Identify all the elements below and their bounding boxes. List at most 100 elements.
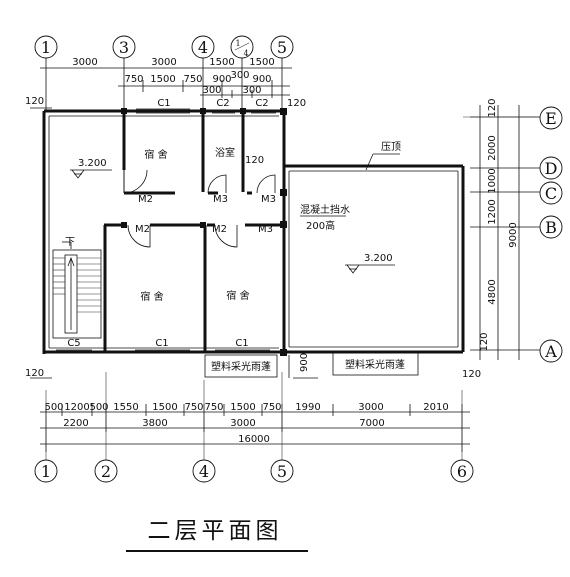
dim-top-900-b: 900 (252, 74, 271, 85)
axis-bubble-E (539, 106, 563, 130)
level-right: 3.200 (364, 253, 393, 264)
staircase: 下 (52, 237, 102, 339)
dim-top-300-b: 300 (202, 85, 221, 96)
dim-top-300-c: 300 (242, 85, 261, 96)
right-dimensions: 2000 1000 1200 4800 9000 120 120 (470, 98, 540, 360)
room-labels: 宿 舍 浴室 120 宿 舍 宿 舍 (140, 146, 264, 303)
dim-bottom-2010: 2010 (423, 402, 448, 413)
axis-label: 5 (277, 462, 287, 481)
dim-right-1000: 1000 (487, 168, 498, 193)
dim-right-4800: 4800 (487, 279, 498, 304)
axis-bubble-A (539, 339, 563, 363)
dim-top-750-b: 750 (183, 74, 202, 85)
drawing-title: 二层平面图 (148, 518, 283, 544)
room-dormitory-lower-left: 宿 舍 (140, 290, 163, 303)
dim-bath-120: 120 (245, 155, 264, 166)
axis-label: 4 (198, 38, 208, 57)
axis-label: 1 (41, 38, 51, 57)
dim-bottom-2200: 2200 (63, 418, 88, 429)
window-c1-lower-b: C1 (235, 338, 248, 349)
dim-top-3000-b: 3000 (151, 57, 176, 68)
room-dormitory-lower-right: 宿 舍 (226, 289, 249, 302)
level-markers: 3.200 3.200 (70, 158, 395, 274)
dim-bottom-750-c: 750 (262, 402, 281, 413)
dim-bottom-right-120: 120 (462, 369, 481, 380)
dim-right-1200: 1200 (487, 199, 498, 224)
dim-top-900-a: 900 (212, 74, 231, 85)
stair-treads (53, 257, 101, 313)
dim-right-2000: 2000 (487, 135, 498, 160)
skylight-label-1: 塑料采光雨蓬 (211, 360, 271, 373)
dim-bottom-1500-a: 1500 (152, 402, 177, 413)
door-m3-c: M3 (258, 224, 273, 235)
axis-bubble-4-bottom (192, 459, 216, 483)
axis-label: C (545, 184, 557, 203)
dim-bottom-total: 16000 (238, 434, 270, 445)
door-m2-c: M2 (212, 224, 227, 235)
dim-top-300-a: 300 (230, 70, 249, 81)
room-bathroom: 浴室 (215, 146, 235, 159)
dim-bottom-1500-b: 1500 (230, 402, 255, 413)
axis-bubble-6-bottom (450, 459, 474, 483)
axis-label: A (544, 342, 557, 361)
window-c2-b: C2 (255, 98, 268, 109)
axis-label: 4 (199, 462, 209, 481)
dim-bottom-3800: 3800 (142, 418, 167, 429)
dim-top-left-120: 120 (25, 96, 44, 107)
room-dormitory-top: 宿 舍 (144, 148, 167, 161)
axis-bubble-B (539, 215, 563, 239)
top-axis-bubbles: 1 3 4 1 4 5 (34, 35, 294, 59)
top-dimensions: 3000 3000 1500 1500 750 1500 750 900 300… (25, 57, 306, 110)
axis-label: E (545, 109, 557, 128)
window-c2-a: C2 (216, 98, 229, 109)
axis-label: 4 (243, 49, 248, 58)
building-walls (42, 108, 465, 356)
axis-label: 6 (457, 462, 467, 481)
dim-bottom-left-120: 120 (25, 368, 44, 379)
dim-bottom-3000-b: 3000 (230, 418, 255, 429)
skylight-label-2: 塑料采光雨蓬 (345, 358, 405, 371)
doors: M2 M3 M3 M2 M2 M3 (123, 169, 276, 248)
axis-label: B (545, 218, 557, 237)
right-axis-bubbles: E D C B A (463, 106, 563, 363)
dim-bottom-1200: 1200 (64, 402, 89, 413)
stair-down-label: 下 (65, 237, 75, 248)
axis-label: 3 (119, 38, 129, 57)
annotations: 压顶 混凝土挡水 200高 (300, 141, 401, 232)
dim-top-1500-c: 1500 (150, 74, 175, 85)
bottom-dimensions: 120 120 500 1200 500 1550 1500 750 750 1… (25, 368, 481, 460)
axis-label: 1 (41, 462, 51, 481)
axis-bubble-5-bottom (270, 459, 294, 483)
dim-window-900: 900 (299, 353, 310, 372)
door-m3-a: M3 (213, 194, 228, 205)
drawing-title-block: 二层平面图 (126, 518, 308, 552)
axis-bubble-2-bottom (94, 459, 118, 483)
axis-bubble-C (539, 181, 563, 205)
dim-top-right-120: 120 (287, 98, 306, 109)
door-m2-a: M2 (138, 194, 153, 205)
dim-bottom-500-a: 500 (44, 402, 63, 413)
dim-bottom-3000-a: 3000 (358, 402, 383, 413)
dim-top-3000-a: 3000 (72, 57, 97, 68)
door-m2-b: M2 (135, 224, 150, 235)
level-left: 3.200 (78, 158, 107, 169)
axis-label: 2 (101, 462, 111, 481)
skylight-canopies: 塑料采光雨蓬 塑料采光雨蓬 900 (204, 352, 419, 379)
axis-bubble-D (539, 156, 563, 180)
door-m3-b: M3 (261, 194, 276, 205)
window-c1-lower-a: C1 (155, 338, 168, 349)
windows: C1 C2 C2 C5 C1 C1 (56, 98, 276, 351)
dim-top-1500-a: 1500 (209, 57, 234, 68)
note-parapet-line2: 200高 (306, 219, 335, 232)
bottom-axis-bubbles: 1 2 4 5 6 (34, 459, 474, 483)
dim-right-120-bottom: 120 (479, 332, 490, 351)
dim-bottom-500-b: 500 (89, 402, 108, 413)
dim-bottom-1550: 1550 (113, 402, 138, 413)
dim-top-1500-b: 1500 (249, 57, 274, 68)
note-parapet-line1: 混凝土挡水 (300, 203, 350, 216)
window-c1-top: C1 (157, 98, 170, 109)
window-c5: C5 (67, 338, 80, 349)
dim-top-750-a: 750 (124, 74, 143, 85)
axis-bubble-1-4-top (230, 35, 254, 59)
